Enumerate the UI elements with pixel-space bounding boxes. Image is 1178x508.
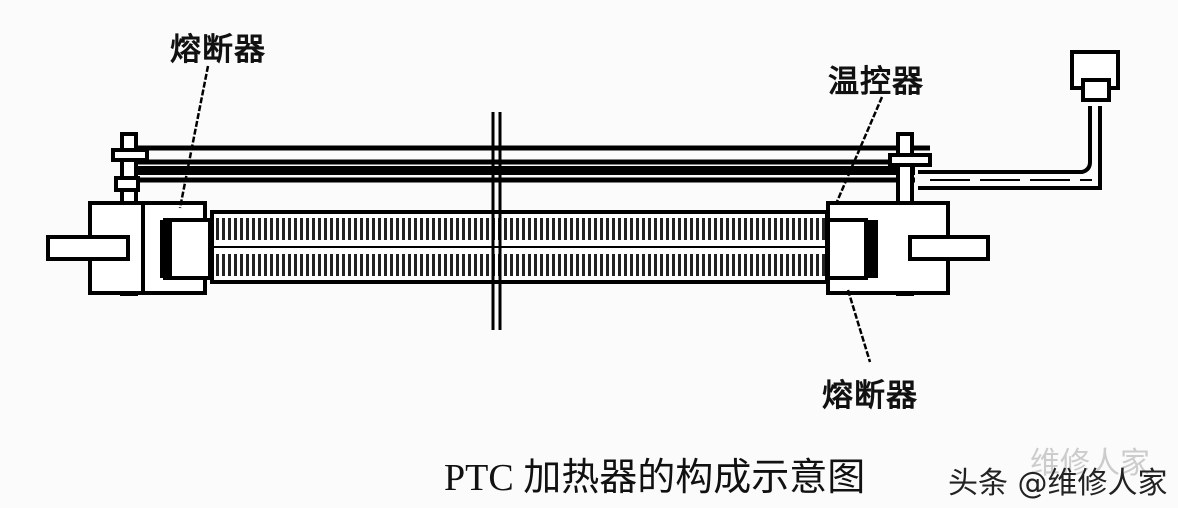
watermark: 头条 @维修人家 — [948, 466, 1168, 501]
fuse-label-top: 熔断器 — [170, 32, 266, 68]
connector-plug — [1070, 50, 1120, 102]
leader-lines — [178, 65, 884, 363]
left-end-assembly — [46, 201, 212, 295]
watermark-faint: 维修人家 — [1030, 446, 1150, 481]
top-thick-rail — [135, 166, 915, 175]
diagram-caption: PTC 加热器的构成示意图 — [444, 457, 866, 499]
connector-wire — [918, 106, 1102, 190]
fuse-label-bottom: 熔断器 — [822, 378, 918, 414]
right-end-assembly — [826, 201, 990, 295]
thermostat-label: 温控器 — [828, 64, 924, 100]
